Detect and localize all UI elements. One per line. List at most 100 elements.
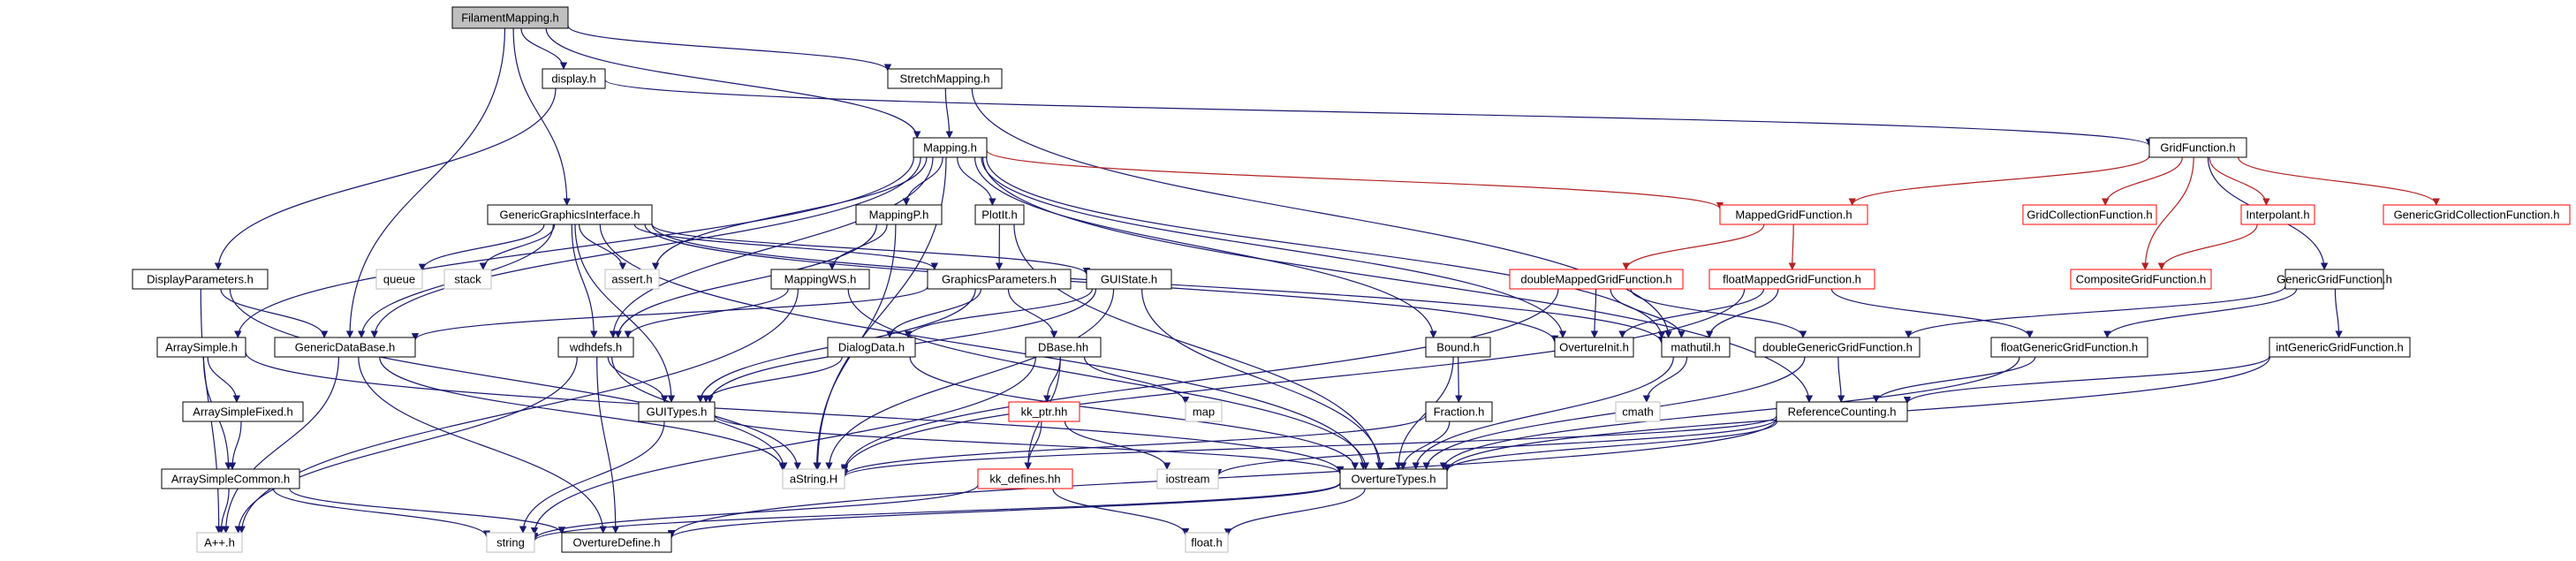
- node-label: Bound.h: [1436, 341, 1479, 354]
- edge-interpolant-h-to-compositegridfunction-h: [2157, 224, 2258, 270]
- node-mappedgridfunction-h[interactable]: MappedGridFunction.h: [1719, 204, 1868, 225]
- node-doublegenericgridfunction-h[interactable]: doubleGenericGridFunction.h: [1754, 337, 1921, 358]
- node-filamentmapping-h[interactable]: FilamentMapping.h: [451, 6, 569, 29]
- node-kk-defines-hh[interactable]: kk_defines.hh: [977, 468, 1073, 489]
- edge-floatmappedgridfunction-h-to-astring-h: [840, 288, 1746, 474]
- edge-bound-h-to-fraction-h: [1455, 356, 1463, 403]
- node-referencecounting-h[interactable]: ReferenceCounting.h: [1776, 401, 1908, 422]
- node-arraysimplefixed-h[interactable]: ArraySimpleFixed.h: [182, 401, 304, 422]
- node-guistate-h[interactable]: GUIState.h: [1086, 269, 1172, 290]
- node-compositegridfunction-h[interactable]: CompositeGridFunction.h: [2070, 269, 2212, 290]
- node-label: MappingP.h: [869, 208, 929, 222]
- edge-overturetypes-h-to-string: [531, 481, 1341, 542]
- node-label: floatGenericGridFunction.h: [2001, 341, 2138, 354]
- node-floatmappedgridfunction-h[interactable]: floatMappedGridFunction.h: [1708, 269, 1875, 290]
- node-label: MappingWS.h: [784, 273, 857, 286]
- node-interpolant-h[interactable]: Interpolant.h: [2240, 204, 2315, 225]
- edge-mapping-h-to-genericdatabase-h: [370, 156, 921, 338]
- edge-doublemappedgridfunction-h-to-mathutil-h: [1610, 288, 1686, 338]
- node-mathutil-h[interactable]: mathutil.h: [1661, 337, 1731, 358]
- node-plotit-h[interactable]: PlotIt.h: [974, 204, 1025, 225]
- node-box: [977, 468, 1073, 489]
- edges-layer: [200, 25, 2440, 542]
- edge-stretchmapping-h-to-mapping-h: [944, 87, 953, 139]
- node-stretchmapping-h[interactable]: StretchMapping.h: [887, 68, 1003, 89]
- edge-arraysimplecommon-h-to-string: [272, 488, 491, 538]
- node-genericgridcollectionfunction-h[interactable]: GenericGridCollectionFunction.h: [2383, 204, 2571, 225]
- node-label: display.h: [551, 72, 595, 86]
- node-box: [1025, 337, 1102, 358]
- node-mappingp-h[interactable]: MappingP.h: [855, 204, 943, 225]
- node-mappingws-h[interactable]: MappingWS.h: [770, 269, 870, 290]
- node-label: GenericGridFunction.h: [2277, 273, 2392, 286]
- node-label: string: [496, 536, 525, 550]
- edge-gridfunction-h-to-genericgridcollectionfunction-h: [2238, 156, 2440, 206]
- edge-gridfunction-h-to-compositegridfunction-h: [2141, 156, 2194, 270]
- node-displayparameters-h[interactable]: DisplayParameters.h: [132, 269, 269, 290]
- edge-genericgraphicsinterface-h-to-graphicsparameters-h: [633, 224, 938, 270]
- node-box: [770, 269, 870, 290]
- node-box: [2240, 204, 2315, 225]
- node-dbase-hh[interactable]: DBase.hh: [1025, 337, 1102, 358]
- node-label: stack: [454, 273, 481, 286]
- node-arraysimplecommon-h[interactable]: ArraySimpleCommon.h: [161, 468, 300, 489]
- node-bound-h[interactable]: Bound.h: [1425, 337, 1491, 358]
- edge-gridfunction-h-to-interpolant-h: [2209, 156, 2270, 206]
- edge-mapping-h-to-assert-h: [651, 156, 928, 270]
- node-label: StretchMapping.h: [900, 72, 990, 86]
- node-genericgraphicsinterface-h[interactable]: GenericGraphicsInterface.h: [487, 204, 653, 225]
- edge-floatmappedgridfunction-h-to-floatgenericgridfunction-h: [1830, 288, 2034, 338]
- node-wdhdefs-h[interactable]: wdhdefs.h: [557, 337, 634, 358]
- node-label: Interpolant.h: [2246, 208, 2309, 222]
- edge-wdhdefs-h-to-aplusplus-h: [234, 356, 578, 534]
- node-overturetypes-h[interactable]: OvertureTypes.h: [1339, 468, 1448, 489]
- node-gridcollectionfunction-h[interactable]: GridCollectionFunction.h: [2022, 204, 2157, 225]
- node-label: intGenericGridFunction.h: [2276, 341, 2404, 354]
- node-fraction-h[interactable]: Fraction.h: [1425, 401, 1493, 422]
- edge-guitypes-h-to-string: [519, 421, 665, 534]
- node-cmath: cmath: [1615, 401, 1661, 422]
- node-genericdatabase-h[interactable]: GenericDataBase.h: [274, 337, 416, 358]
- node-box: [1615, 401, 1661, 422]
- edge-kk-ptr-hh-to-iostream: [1064, 421, 1171, 470]
- node-graphicsparameters-h[interactable]: GraphicsParameters.h: [927, 269, 1072, 290]
- node-box: [542, 68, 606, 89]
- node-box: [1509, 269, 1684, 290]
- edge-mathutil-h-to-overturetypes-h: [1412, 356, 1674, 470]
- node-box: [974, 204, 1025, 225]
- node-box: [1708, 269, 1875, 290]
- node-box: [1776, 401, 1908, 422]
- node-gridfunction-h[interactable]: GridFunction.h: [2148, 137, 2247, 158]
- edge-genericdatabase-h-to-overturedefine-h: [358, 356, 607, 534]
- node-label: floatMappedGridFunction.h: [1723, 273, 1861, 286]
- node-label: queue: [383, 273, 415, 286]
- edge-mapping-h-to-mathutil-h: [986, 156, 1666, 339]
- node-label: doubleMappedGridFunction.h: [1520, 273, 1671, 286]
- node-label: CompositeGridFunction.h: [2076, 273, 2206, 286]
- node-genericgridfunction-h[interactable]: GenericGridFunction.h: [2277, 269, 2392, 290]
- node-box: [1425, 401, 1493, 422]
- node-label: DisplayParameters.h: [147, 273, 254, 286]
- edge-genericdatabase-h-to-astring-h: [379, 356, 787, 472]
- node-intgenericgridfunction-h[interactable]: intGenericGridFunction.h: [2269, 337, 2411, 358]
- node-label: GraphicsParameters.h: [942, 273, 1057, 286]
- node-dialogdata-h[interactable]: DialogData.h: [827, 337, 916, 358]
- node-label: float.h: [1191, 536, 1222, 550]
- node-floatgenericgridfunction-h[interactable]: floatGenericGridFunction.h: [1990, 337, 2148, 358]
- node-guitypes-h[interactable]: GUITypes.h: [638, 401, 716, 422]
- edge-gridfunction-h-to-gridcollectionfunction-h: [2102, 156, 2183, 206]
- edge-filamentmapping-h-to-genericgraphicsinterface-h: [512, 27, 571, 206]
- node-mapping-h[interactable]: Mapping.h: [913, 137, 988, 158]
- node-overtureinit-h[interactable]: OvertureInit.h: [1554, 337, 1634, 358]
- edge-guistate-h-to-dialogdata-h: [904, 288, 1093, 338]
- node-box: [557, 337, 634, 358]
- edge-guistate-h-to-overturetypes-h: [1141, 288, 1385, 470]
- node-doublemappedgridfunction-h[interactable]: doubleMappedGridFunction.h: [1509, 269, 1684, 290]
- node-box: [1008, 401, 1080, 422]
- node-overturedefine-h[interactable]: OvertureDefine.h: [561, 532, 672, 553]
- edge-overturetypes-h-to-float-h: [1224, 488, 1366, 536]
- node-kk-ptr-hh[interactable]: kk_ptr.hh: [1008, 401, 1080, 422]
- node-display-h[interactable]: display.h: [542, 68, 606, 89]
- edge-graphicsparameters-h-to-dialogdata-h: [885, 288, 981, 338]
- node-arraysimple-h[interactable]: ArraySimple.h: [156, 337, 246, 358]
